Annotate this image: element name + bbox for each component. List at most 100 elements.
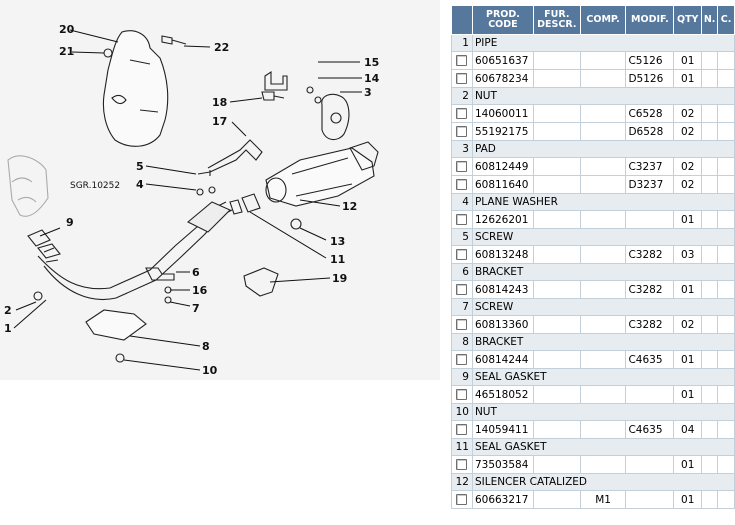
- fur-descr-cell: [532, 280, 581, 299]
- c-cell: [717, 122, 735, 141]
- n-cell: [701, 455, 719, 474]
- modif-cell: C3282: [625, 280, 675, 299]
- modif-cell: C6528: [625, 104, 675, 123]
- modif-cell: C4635: [625, 420, 675, 439]
- header-qty[interactable]: QTY: [673, 5, 703, 35]
- drawing-reference-code: SGR.10252: [70, 181, 120, 191]
- n-cell: [701, 490, 719, 509]
- prod-code-cell: 14060011: [471, 104, 534, 123]
- select-checkbox[interactable]: [456, 73, 468, 84]
- select-checkbox[interactable]: [456, 249, 468, 260]
- fur-descr-cell: [532, 385, 581, 404]
- group-name: SEAL GASKET: [471, 438, 735, 456]
- group-name: PLANE WASHER: [471, 193, 735, 211]
- header-prod-code[interactable]: PROD. CODE: [471, 5, 534, 35]
- header-modif[interactable]: MODIF.: [625, 5, 675, 35]
- select-checkbox[interactable]: [456, 126, 468, 137]
- n-cell: [701, 175, 719, 194]
- select-checkbox[interactable]: [456, 55, 468, 66]
- callout-20: 20: [59, 23, 75, 36]
- comp-cell: [579, 210, 627, 229]
- select-checkbox[interactable]: [456, 389, 468, 400]
- prod-code-cell: 60678234: [471, 69, 534, 88]
- callout-4: 4: [136, 178, 144, 191]
- n-cell: [701, 51, 719, 70]
- select-checkbox[interactable]: [456, 179, 468, 190]
- select-checkbox[interactable]: [456, 424, 468, 435]
- select-checkbox[interactable]: [456, 284, 468, 295]
- group-name: BRACKET: [471, 333, 735, 351]
- select-checkbox[interactable]: [456, 459, 468, 470]
- part-item-row: 46518052 01: [451, 385, 735, 404]
- select-checkbox[interactable]: [456, 354, 468, 365]
- c-cell: [717, 210, 735, 229]
- select-checkbox[interactable]: [456, 214, 468, 225]
- modif-cell: C3237: [625, 157, 675, 176]
- select-checkbox[interactable]: [456, 161, 468, 172]
- n-cell: [701, 420, 719, 439]
- c-cell: [717, 350, 735, 369]
- modif-cell: D6528: [625, 122, 675, 141]
- group-number: 3: [451, 140, 473, 158]
- comp-cell: [579, 104, 627, 123]
- qty-cell: 02: [673, 157, 703, 176]
- prod-code-cell: 14059411: [471, 420, 534, 439]
- callout-18: 18: [212, 96, 227, 109]
- fur-descr-cell: [532, 315, 581, 334]
- select-cell: [451, 420, 473, 439]
- table-header-row: PROD. CODE FUR. DESCR. COMP. MODIF. QTY …: [451, 5, 735, 35]
- qty-cell: 02: [673, 104, 703, 123]
- comp-cell: M1: [579, 490, 627, 509]
- n-cell: [701, 122, 719, 141]
- fur-descr-cell: [532, 245, 581, 264]
- header-n[interactable]: N.: [701, 5, 719, 35]
- header-fur-descr[interactable]: FUR. DESCR.: [532, 5, 581, 35]
- modif-cell: [625, 490, 675, 509]
- group-number: 6: [451, 263, 473, 281]
- select-cell: [451, 350, 473, 369]
- select-checkbox[interactable]: [456, 108, 468, 119]
- c-cell: [717, 420, 735, 439]
- group-number: 7: [451, 298, 473, 316]
- select-cell: [451, 157, 473, 176]
- prod-code-cell: 46518052: [471, 385, 534, 404]
- qty-cell: 03: [673, 245, 703, 264]
- qty-cell: 04: [673, 420, 703, 439]
- modif-cell: C4635: [625, 350, 675, 369]
- callout-12: 12: [342, 200, 357, 213]
- callout-2: 2: [4, 304, 12, 317]
- select-checkbox[interactable]: [456, 494, 468, 505]
- prod-code-cell: 60814244: [471, 350, 534, 369]
- qty-cell: 01: [673, 455, 703, 474]
- header-c[interactable]: C.: [717, 5, 735, 35]
- select-cell: [451, 455, 473, 474]
- modif-cell: [625, 455, 675, 474]
- exploded-parts-diagram: 20 21 22 15 14 3 18 17 5 4 12 9 13 11 6 …: [0, 0, 440, 380]
- fur-descr-cell: [532, 122, 581, 141]
- c-cell: [717, 157, 735, 176]
- fur-descr-cell: [532, 51, 581, 70]
- n-cell: [701, 245, 719, 264]
- header-comp[interactable]: COMP.: [579, 5, 627, 35]
- fur-descr-cell: [532, 69, 581, 88]
- group-number: 8: [451, 333, 473, 351]
- select-checkbox[interactable]: [456, 319, 468, 330]
- qty-cell: 01: [673, 385, 703, 404]
- callout-1: 1: [4, 322, 12, 335]
- group-name: SEAL GASKET: [471, 368, 735, 386]
- modif-cell: D3237: [625, 175, 675, 194]
- modif-cell: [625, 385, 675, 404]
- callout-17: 17: [212, 115, 227, 128]
- comp-cell: [579, 350, 627, 369]
